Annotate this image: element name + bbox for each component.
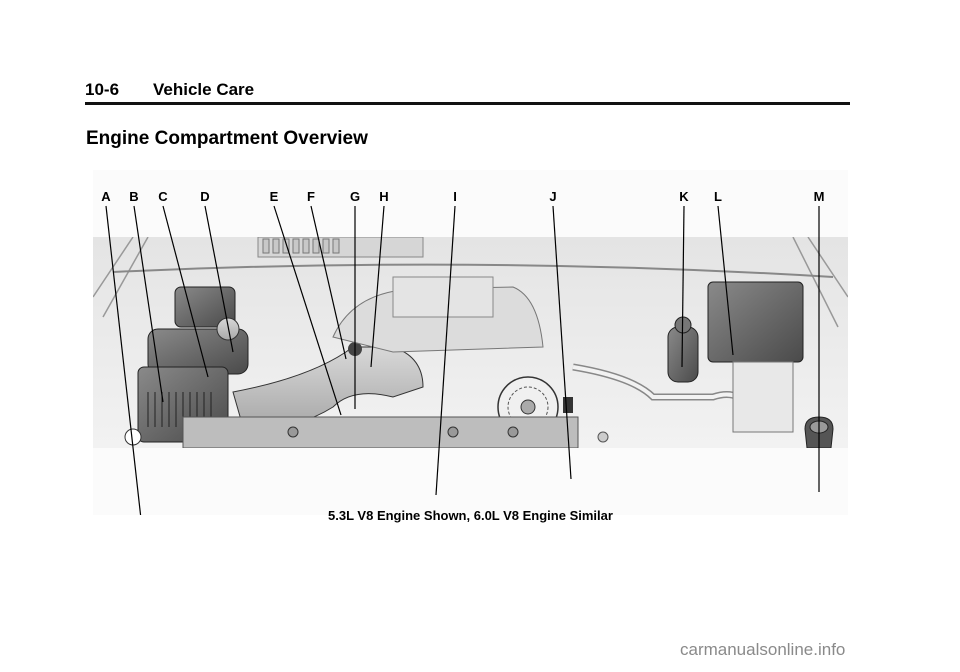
header-rule [85,102,850,105]
section-name: Vehicle Care [153,80,255,99]
callout-label-a: A [101,189,111,204]
callout-leader-l [717,205,734,356]
callout-label-g: G [349,189,361,204]
callout-label-e: E [269,189,279,204]
callout-label-b: B [129,189,139,204]
callout-label-c: C [158,189,168,204]
watermark: carmanualsonline.info [680,640,846,659]
engine-compartment-illustration [93,237,848,448]
callout-leader-lines [105,205,820,515]
callout-label-m: M [813,189,825,204]
callout-label-f: F [307,189,315,204]
callout-leader-b [133,205,164,403]
callout-leader-h [370,205,385,368]
callout-label-k: K [679,189,689,204]
callout-leader-k [681,205,685,368]
callout-leader-a [105,205,142,515]
callout-leader-c [162,205,209,378]
page-number: 10-6 [85,80,120,99]
callout-label-h: H [379,189,389,204]
callout-leader-d [204,205,234,353]
callout-leader-f [310,205,347,360]
callout-leader-e [273,205,342,416]
section-title: Engine Compartment Overview [86,128,368,149]
callout-leader-i [435,205,456,496]
callout-leader-j [552,205,572,480]
callout-label-l: L [714,189,722,204]
callout-label-i: I [453,189,457,204]
callout-label-d: D [200,189,210,204]
callout-label-j: J [549,189,557,204]
engine-compartment-figure: A B C D E F G H I J K L M 5.3L V8 Engine Shown, 6.0L… [93,170,848,523]
figure-caption: 5.3L V8 Engine Shown, 6.0L V8 Engine Sim… [328,508,613,523]
